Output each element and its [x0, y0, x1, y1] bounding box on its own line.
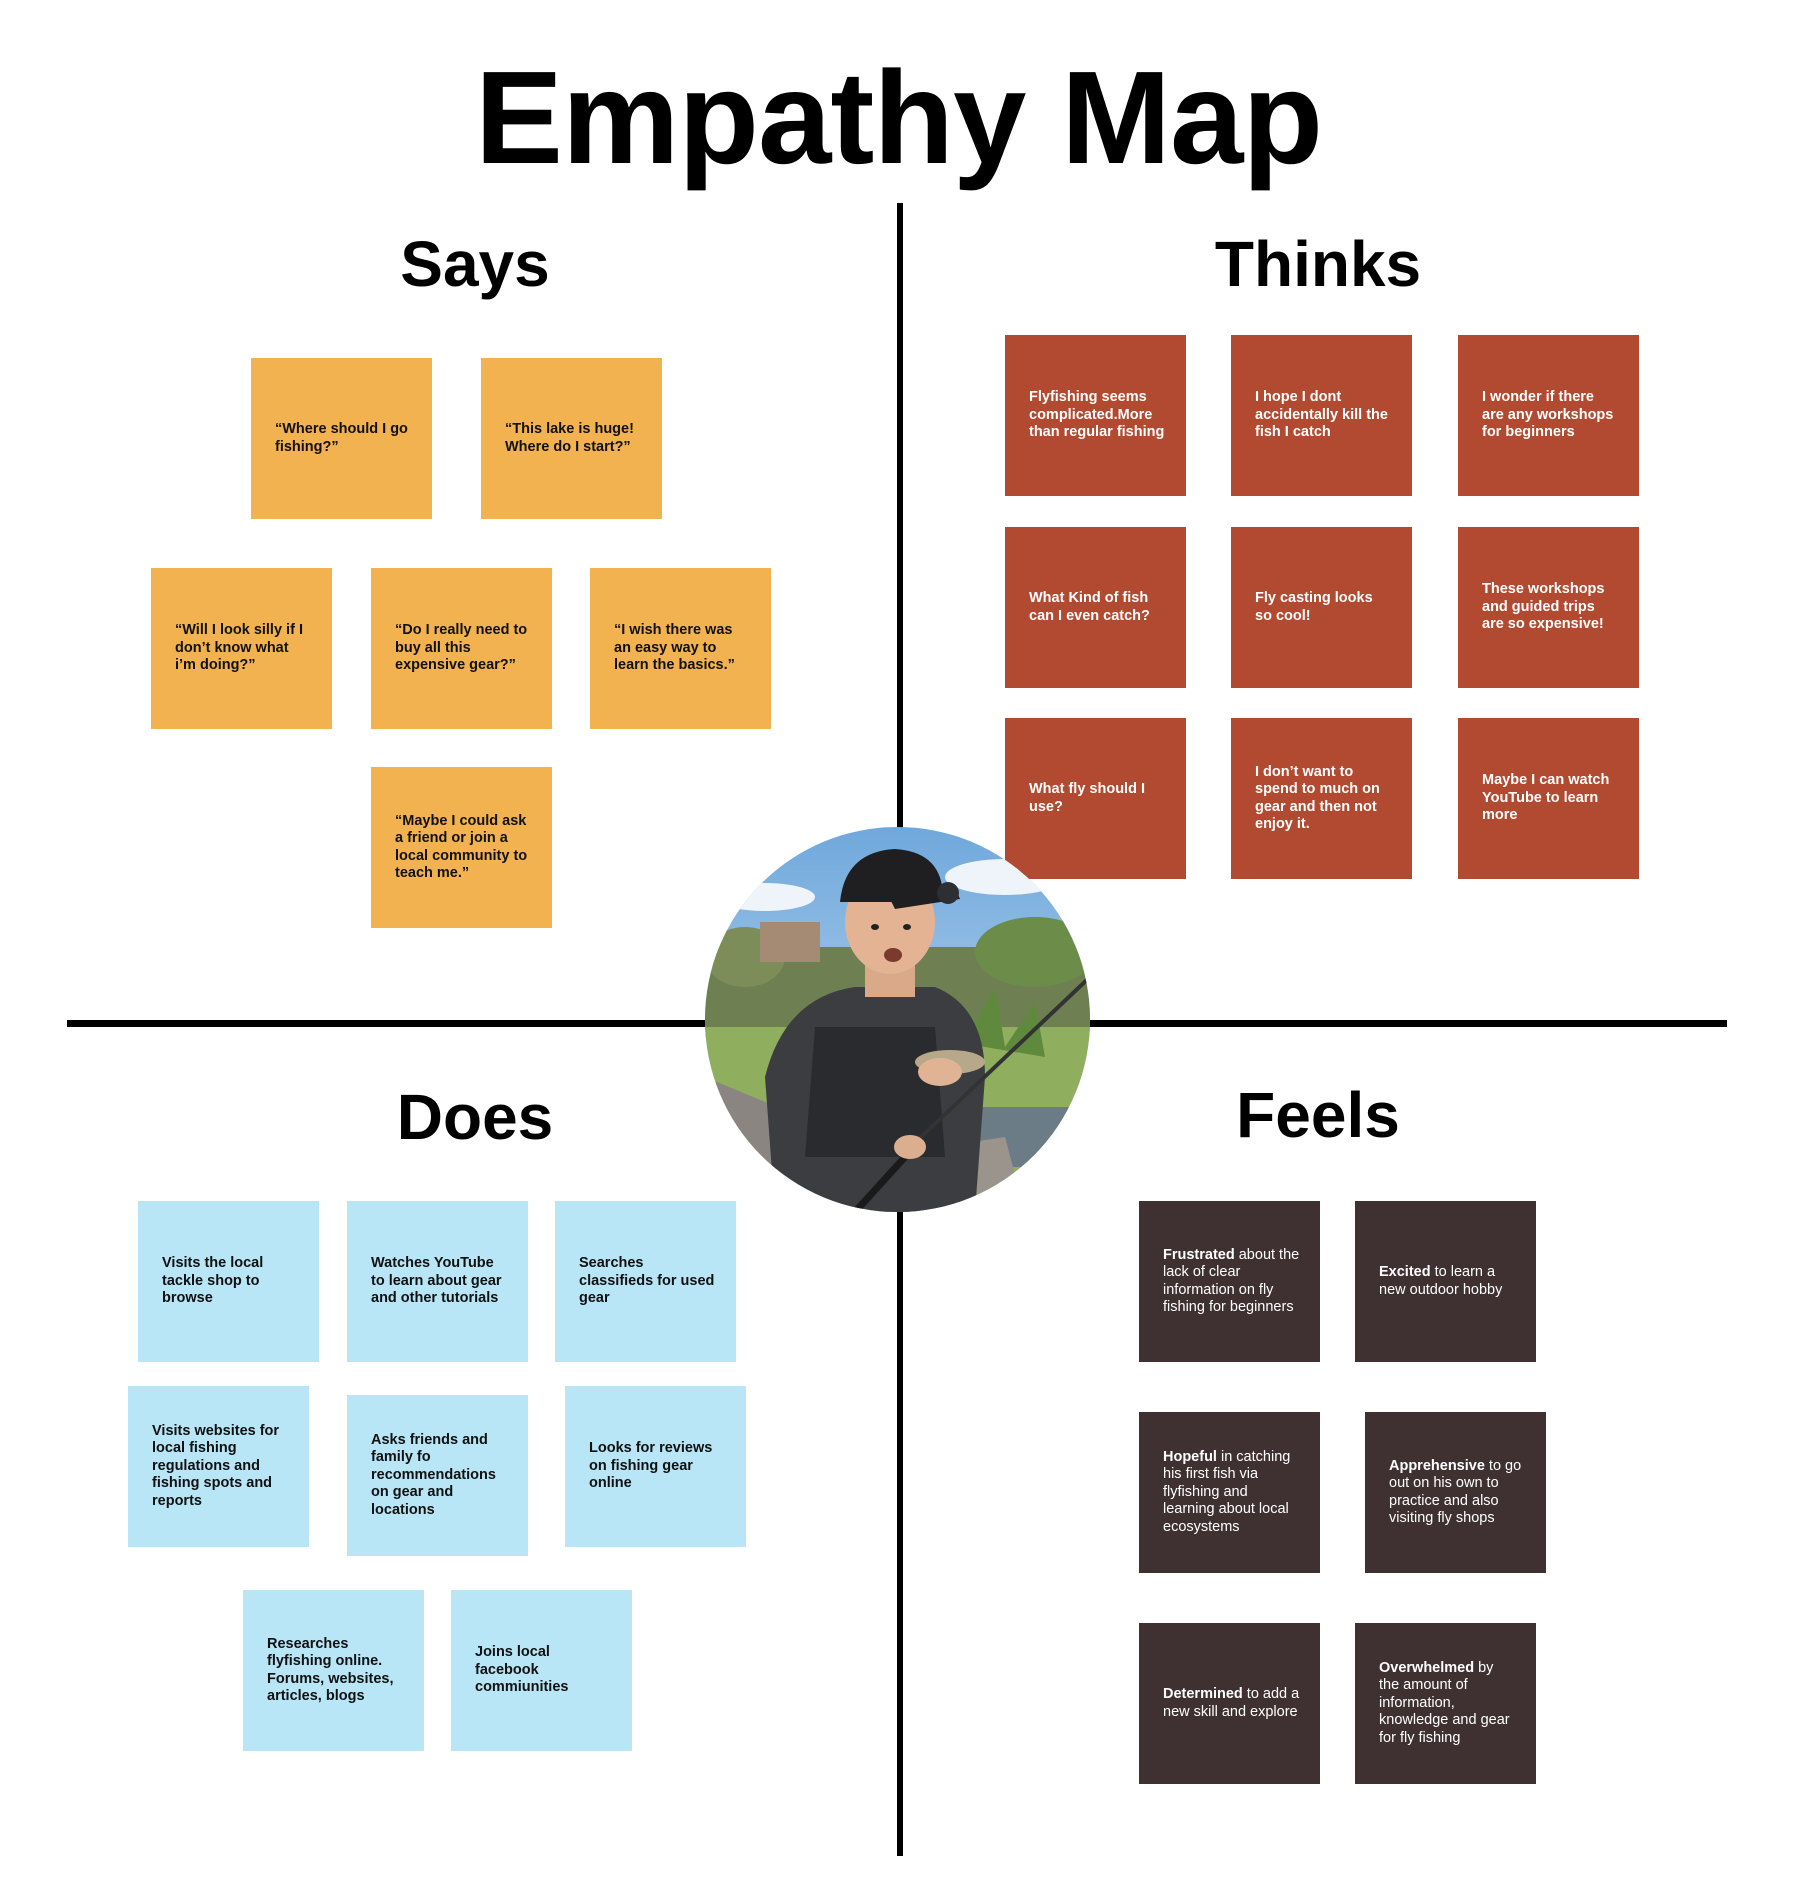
does-note[interactable]: Joins local facebook commiunities [451, 1590, 632, 1751]
feels-note[interactable]: Frustrated about the lack of clear infor… [1139, 1201, 1320, 1362]
does-note[interactable]: Visits the local tackle shop to browse [138, 1201, 319, 1362]
does-note[interactable]: Visits websites for local fishing regula… [128, 1386, 309, 1547]
says-heading: Says [400, 228, 550, 300]
says-note[interactable]: “Where should I go fishing?” [251, 358, 432, 519]
person-fishing-photo [705, 827, 1090, 1212]
feels-note[interactable]: Determined to add a new skill and explor… [1139, 1623, 1320, 1784]
says-note[interactable]: “Do I really need to buy all this expens… [371, 568, 552, 729]
thinks-note[interactable]: I don’t want to spend to much on gear an… [1231, 718, 1412, 879]
thinks-note[interactable]: What fly should I use? [1005, 718, 1186, 879]
feels-heading: Feels [1236, 1079, 1400, 1151]
does-note[interactable]: Looks for reviews on fishing gear online [565, 1386, 746, 1547]
thinks-note[interactable]: Flyfishing seems complicated.More than r… [1005, 335, 1186, 496]
does-note[interactable]: Watches YouTube to learn about gear and … [347, 1201, 528, 1362]
thinks-note[interactable]: I wonder if there are any workshops for … [1458, 335, 1639, 496]
feels-note[interactable]: Hopeful in catching his first fish via f… [1139, 1412, 1320, 1573]
page-title: Empathy Map [474, 44, 1323, 191]
thinks-heading: Thinks [1214, 228, 1422, 300]
says-note[interactable]: “Will I look silly if I don’t know what … [151, 568, 332, 729]
does-heading: Does [396, 1081, 554, 1153]
persona-photo [705, 827, 1090, 1212]
feels-note[interactable]: Overwhelmed by the amount of information… [1355, 1623, 1536, 1784]
feels-note[interactable]: Apprehensive to go out on his own to pra… [1365, 1412, 1546, 1573]
says-note[interactable]: “Maybe I could ask a friend or join a lo… [371, 767, 552, 928]
does-note[interactable]: Asks friends and family fo recommendatio… [347, 1395, 528, 1556]
thinks-note[interactable]: These workshops and guided trips are so … [1458, 527, 1639, 688]
thinks-note[interactable]: Fly casting looks so cool! [1231, 527, 1412, 688]
says-note[interactable]: “This lake is huge! Where do I start?” [481, 358, 662, 519]
says-note[interactable]: “I wish there was an easy way to learn t… [590, 568, 771, 729]
thinks-note[interactable]: What Kind of fish can I even catch? [1005, 527, 1186, 688]
thinks-note[interactable]: Maybe I can watch YouTube to learn more [1458, 718, 1639, 879]
thinks-note[interactable]: I hope I dont accidentally kill the fish… [1231, 335, 1412, 496]
feels-note[interactable]: Excited to learn a new outdoor hobby [1355, 1201, 1536, 1362]
does-note[interactable]: Searches classifieds for used gear [555, 1201, 736, 1362]
does-note[interactable]: Researches flyfishing online. Forums, we… [243, 1590, 424, 1751]
